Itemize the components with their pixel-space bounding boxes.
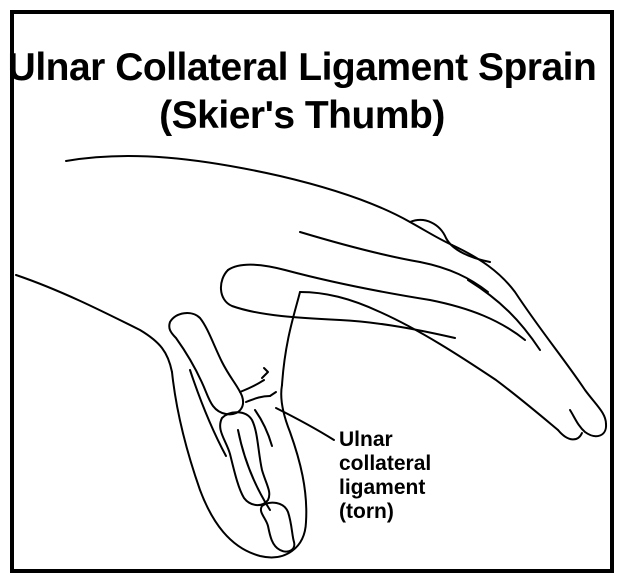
callout-line-2: collateral [339,452,431,476]
knuckle-outline [410,220,490,262]
finger-palmar-outline [300,292,558,430]
thumb-metacarpal [169,313,243,414]
thumb-outer-outline [172,372,306,557]
ligament-callout: Ulnar collateral ligament (torn) [339,428,431,524]
callout-line-1: Ulnar [339,428,431,452]
forearm-outline [16,275,172,372]
fingertip-outline [570,410,606,436]
callout-line-3: ligament [339,476,431,500]
hand-dorsal-outline [66,156,452,245]
curled-finger-outline [221,270,455,338]
callout-leader-line [276,408,334,440]
callout-line-4: (torn) [339,500,431,524]
torn-ligament [240,380,264,392]
thumb-distal-phalanx [261,503,294,552]
